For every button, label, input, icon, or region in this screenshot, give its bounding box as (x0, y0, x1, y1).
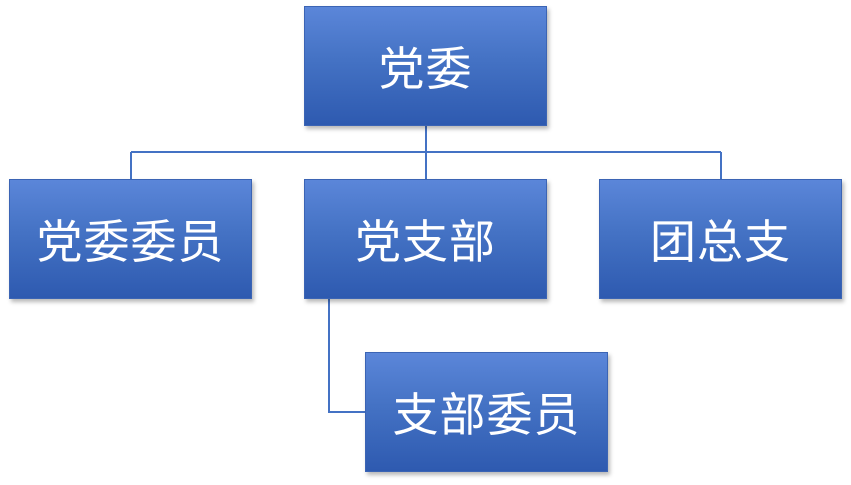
node-label: 团总支 (650, 215, 791, 269)
node-label: 党支部 (355, 215, 496, 269)
node-party-branch: 党支部 (304, 179, 547, 299)
node-party-committee-members: 党委委员 (9, 179, 252, 299)
node-label: 党委委员 (36, 215, 225, 269)
connector-to-branch-members (328, 299, 365, 413)
node-youth-league-branch: 团总支 (599, 179, 842, 299)
node-branch-members: 支部委员 (365, 352, 608, 472)
node-label: 党委 (378, 42, 473, 96)
node-label: 支部委员 (392, 388, 581, 442)
node-party-committee: 党委 (304, 6, 547, 126)
